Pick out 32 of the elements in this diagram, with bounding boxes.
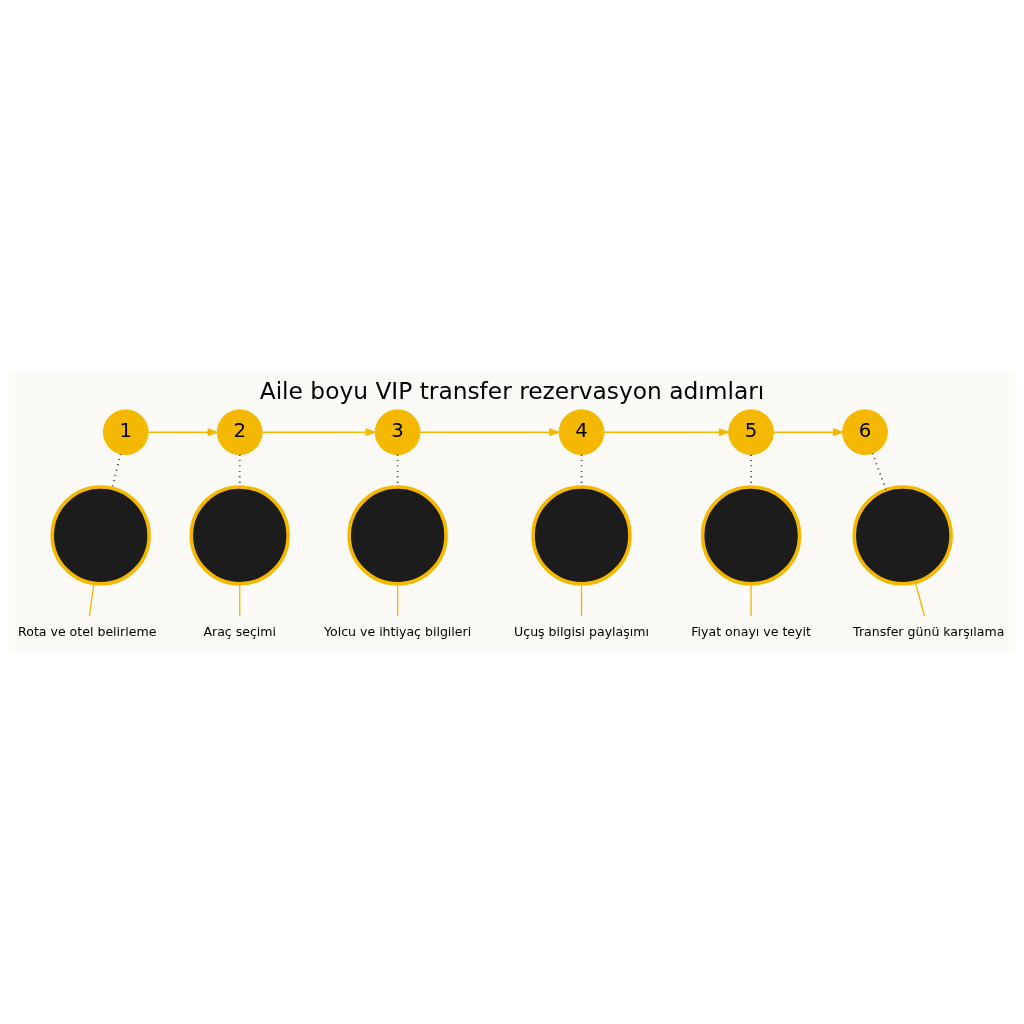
node-circle	[347, 484, 448, 586]
node-text: Araç seçimi	[203, 623, 277, 639]
connector	[111, 452, 122, 489]
connector	[580, 582, 583, 617]
node-circle: 2	[216, 408, 263, 455]
connector	[871, 452, 887, 490]
node-circle	[700, 484, 802, 586]
connector	[914, 581, 926, 617]
node-circle: 6	[842, 408, 888, 455]
arrow	[419, 427, 561, 436]
node-circle: 1	[102, 408, 149, 455]
node-circle	[852, 484, 953, 586]
node-circle	[531, 484, 632, 586]
connector	[750, 582, 752, 617]
node-text: Transfer günü karşılama	[853, 623, 1005, 639]
connector	[88, 582, 95, 617]
arrow	[603, 427, 731, 436]
connector	[239, 582, 241, 617]
node-circle: 4	[558, 408, 605, 455]
arrow	[773, 427, 845, 436]
arrow	[147, 427, 220, 436]
node-text: Rota ve otel belirleme	[18, 623, 157, 639]
node-circle	[50, 484, 151, 586]
arrow	[261, 427, 378, 436]
node-text: Uçuş bilgisi paylaşımı	[514, 623, 649, 639]
node-circle	[189, 484, 290, 586]
connector	[396, 582, 399, 617]
node-text: Fiyat onayı ve teyit	[691, 623, 811, 639]
node-circle: 5	[728, 408, 774, 455]
node-text: Yolcu ve ihtiyaç bilgileri	[324, 623, 472, 639]
node-circle: 3	[374, 408, 421, 455]
diagram-title: Aile boyu VIP transfer rezervasyon adımları	[259, 376, 765, 404]
